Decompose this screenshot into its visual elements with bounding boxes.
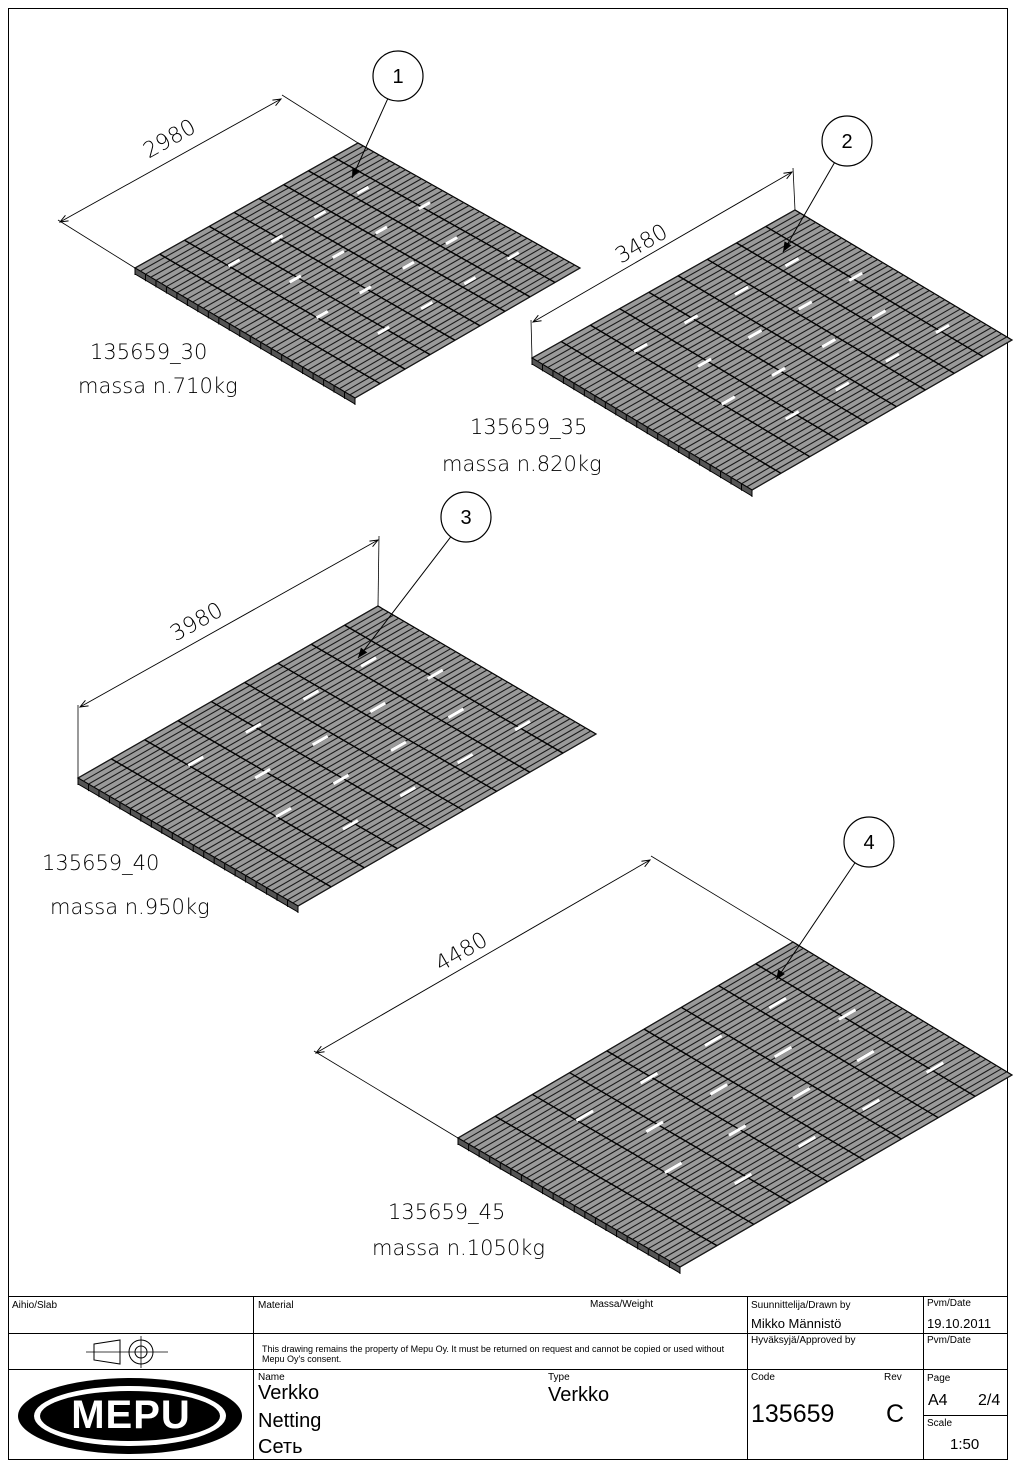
type-value: Verkko: [548, 1384, 610, 1406]
leader-line: [351, 98, 389, 179]
item-balloon-3: [440, 491, 492, 543]
leader-line: [782, 162, 835, 253]
dimension-line: [314, 859, 652, 1054]
page-cell: Page A4 2/4: [924, 1370, 1008, 1416]
part-number-2: 135659_35: [470, 415, 588, 439]
dimension-value-3: 3980: [166, 598, 227, 647]
dimension-line: [78, 539, 380, 708]
scale-label: Scale: [927, 1418, 953, 1429]
part-number-4: 135659_45: [388, 1200, 506, 1224]
dimension-value-4: 4480: [431, 928, 492, 978]
netting-plate-3: 3980 3: [76, 491, 598, 913]
rev-value: C: [886, 1400, 905, 1428]
projection-symbol-cell: [8, 1334, 254, 1370]
extension-line: [792, 167, 796, 211]
approved-date-label: Pvm/Date: [927, 1335, 971, 1346]
item-balloon-number: 3: [460, 507, 471, 529]
approved-by-label: Hyväksyjä/Approved by: [751, 1335, 856, 1346]
property-note-cell: This drawing remains the property of Mep…: [254, 1334, 748, 1370]
code-cell: Code 135659 Rev C: [748, 1370, 924, 1460]
projection-symbol-icon: [86, 1336, 168, 1368]
approved-by-cell: Hyväksyjä/Approved by: [748, 1334, 924, 1370]
code-label: Code: [751, 1372, 775, 1383]
item-balloon-1: [372, 50, 424, 102]
material-label: Material: [258, 1300, 294, 1311]
dimension-value-1: 2980: [139, 115, 200, 164]
leader-line: [357, 536, 452, 659]
slab-cell: Aihio/Slab: [8, 1296, 254, 1334]
extension-line: [377, 535, 380, 607]
code-value: 135659: [751, 1400, 835, 1428]
extension-line: [57, 219, 136, 269]
type-label: Type: [548, 1372, 570, 1383]
date-value: 19.10.2011: [927, 1316, 992, 1331]
name-fi: Verkko: [258, 1382, 320, 1404]
part-number-3: 135659_40: [42, 851, 160, 875]
name-label: Name: [258, 1372, 285, 1383]
logo-text: MEPU: [71, 1393, 191, 1437]
paper-size: A4: [928, 1392, 948, 1409]
item-balloon-number: 1: [392, 66, 403, 88]
date-label: Pvm/Date: [927, 1298, 971, 1309]
item-balloon-number: 2: [841, 131, 852, 153]
date-cell: Pvm/Date 19.10.2011: [924, 1296, 1008, 1334]
name-cell: Name Verkko Netting Сеть Type Verkko: [254, 1370, 748, 1460]
mass-label-3: massa n.950kg: [50, 895, 210, 919]
extension-line: [530, 319, 533, 359]
netting-plate-2: 3480 2: [530, 115, 1014, 497]
dimension-line: [531, 171, 794, 323]
drawn-by-label: Suunnittelija/Drawn by: [751, 1300, 851, 1311]
scale-cell: Scale 1:50: [924, 1416, 1008, 1460]
dimension-line: [58, 98, 283, 223]
property-note: This drawing remains the property of Mep…: [262, 1344, 725, 1364]
extension-line: [313, 1050, 459, 1139]
slab-label: Aihio/Slab: [12, 1300, 58, 1311]
name-en: Netting: [258, 1410, 322, 1432]
item-balloon-2: [821, 115, 873, 167]
drawing-frame: [8, 8, 1008, 1460]
material-cell: Material Massa/Weight: [254, 1296, 748, 1334]
extension-line: [650, 855, 794, 943]
mass-label-1: massa n.710kg: [78, 374, 238, 398]
mepu-logo: [18, 1378, 242, 1454]
netting-plate-1: 2980 1: [57, 50, 582, 405]
logo-cell: MEPU: [8, 1370, 254, 1460]
rev-label: Rev: [884, 1372, 902, 1383]
page-label: Page: [927, 1373, 951, 1384]
mass-label-2: massa n.820kg: [442, 452, 602, 476]
mass-label-4: massa n.1050kg: [372, 1236, 545, 1260]
drawn-by-cell: Suunnittelija/Drawn by Mikko Männistö: [748, 1296, 924, 1334]
weight-label: Massa/Weight: [590, 1299, 654, 1310]
drawing-area: 2980 1 3480 2 3980 3 4480 4: [57, 50, 1014, 1274]
dimension-value-2: 3480: [611, 220, 672, 270]
part-number-1: 135659_30: [90, 340, 208, 364]
title-block: Aihio/Slab MEPU Material Massa/Weight Th…: [8, 1296, 1008, 1460]
drawn-by-value: Mikko Männistö: [751, 1316, 842, 1331]
name-ru: Сеть: [258, 1436, 303, 1458]
scale-value: 1:50: [950, 1436, 980, 1453]
item-balloon-4: [843, 816, 895, 868]
page-number: 2/4: [978, 1392, 1001, 1409]
approved-date-cell: Pvm/Date: [924, 1334, 1008, 1370]
item-balloon-number: 4: [863, 832, 874, 854]
extension-line: [281, 94, 359, 144]
leader-line: [775, 862, 856, 981]
